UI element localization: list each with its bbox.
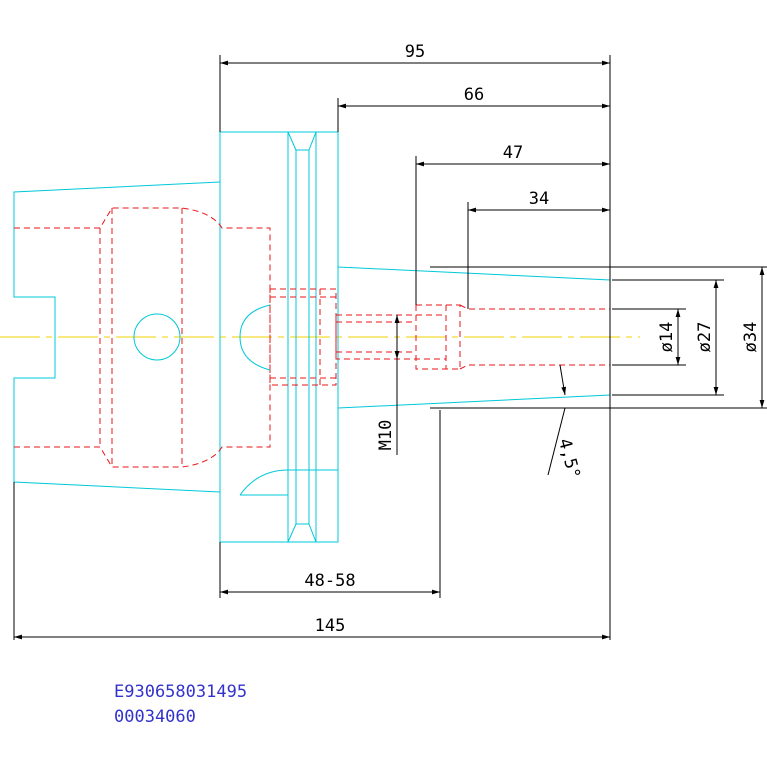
dim-66: 66	[464, 85, 484, 105]
dim-95: 95	[405, 42, 425, 62]
cross-hole	[133, 313, 181, 361]
dim-47: 47	[503, 143, 523, 163]
dim-34: 34	[529, 189, 549, 209]
dim-dia-14: ø14	[657, 322, 677, 353]
part-outline	[13, 131, 611, 543]
hidden-lines	[14, 207, 610, 468]
dim-dia-27: ø27	[695, 322, 715, 353]
drive-slot-upper	[239, 304, 271, 371]
dim-48-58: 48-58	[304, 571, 355, 591]
part-number: E930658031495	[114, 682, 247, 702]
dimension-lines	[13, 55, 767, 640]
dim-145: 145	[315, 616, 346, 636]
dim-angle: 4,5°	[554, 436, 584, 481]
dim-dia-34: ø34	[741, 322, 761, 353]
dim-thread-m10: M10	[376, 420, 396, 451]
order-number: 00034060	[114, 707, 196, 727]
